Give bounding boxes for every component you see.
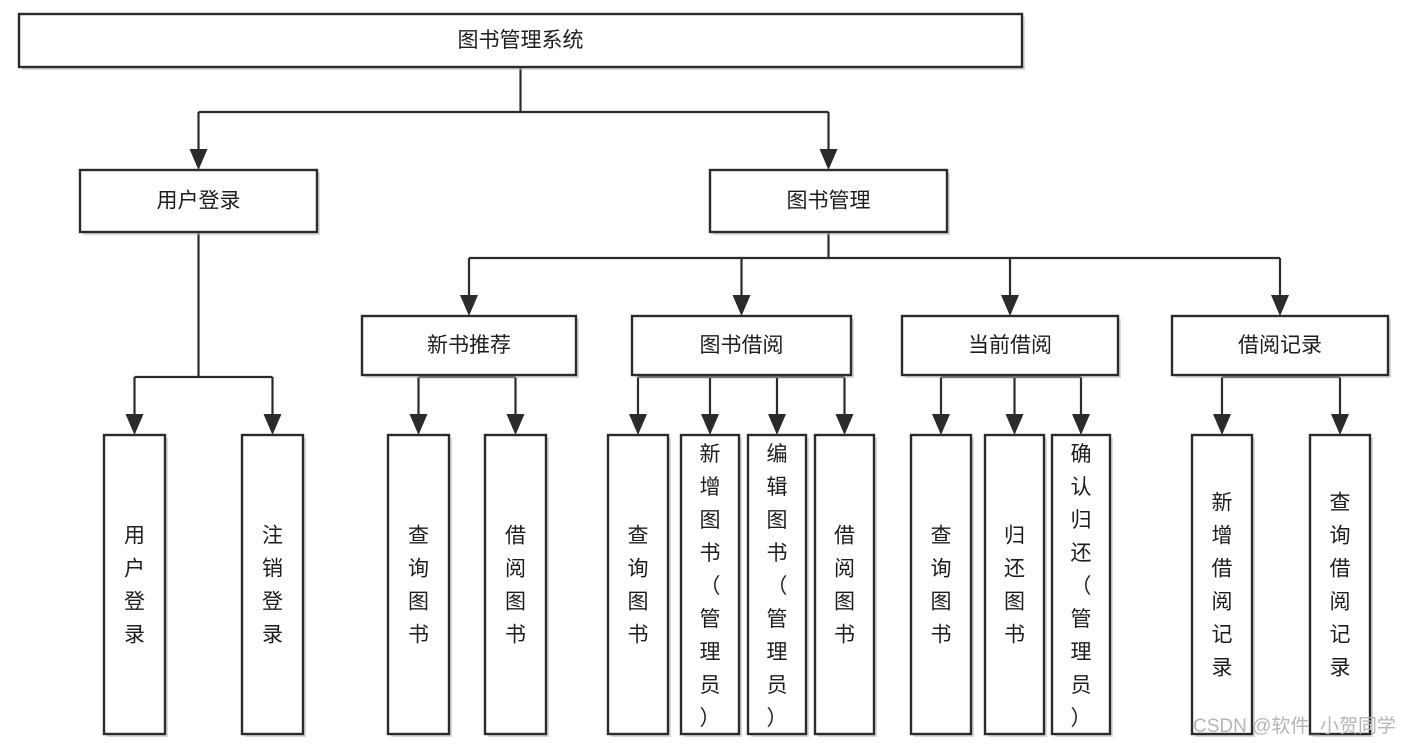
node-rect [102, 433, 167, 736]
arrow-head [506, 414, 525, 435]
connector-layer [125, 67, 1349, 435]
node-label: 确认归还（管理员） [1071, 443, 1092, 730]
node-leaf-confirm-return-admin[interactable]: 确认归还（管理员） [1050, 433, 1113, 737]
node-label: 查询借阅记录 [1330, 492, 1351, 680]
node-leaf-user-login[interactable]: 用户登录 [102, 433, 168, 737]
node-current-borrow[interactable]: 当前借阅 [900, 314, 1121, 378]
arrow-head [1005, 414, 1024, 435]
node-leaf-borrow-books-borrow[interactable]: 借阅图书 [813, 433, 877, 737]
node-leaf-add-book-admin[interactable]: 新增图书（管理员） [679, 433, 742, 737]
node-rect [1308, 433, 1372, 736]
node-layer: 图书管理系统用户登录图书管理新书推荐图书借阅当前借阅借阅记录用户登录注销登录查询… [17, 12, 1391, 737]
node-rect [900, 314, 1120, 377]
node-rect [606, 433, 670, 736]
node-rect [630, 314, 853, 377]
node-leaf-add-borrow-record[interactable]: 新增借阅记录 [1190, 433, 1255, 737]
node-root[interactable]: 图书管理系统 [17, 12, 1025, 70]
node-leaf-edit-book-admin[interactable]: 编辑图书（管理员） [746, 433, 809, 737]
node-borrow-record[interactable]: 借阅记录 [1170, 314, 1391, 378]
node-rect [983, 433, 1046, 736]
node-label: 借阅记录 [1238, 334, 1322, 357]
node-leaf-query-books-borrow[interactable]: 查询图书 [606, 433, 671, 737]
node-leaf-borrow-books-recommend[interactable]: 借阅图书 [483, 433, 549, 737]
arrow-head [460, 295, 478, 316]
node-label: 用户登录 [124, 525, 145, 647]
node-label: 注销登录 [262, 525, 283, 647]
arrow-head [1331, 414, 1349, 435]
node-label: 借阅图书 [834, 525, 855, 647]
arrow-head [732, 295, 751, 316]
node-rect [813, 433, 876, 736]
arrow-head [932, 414, 950, 435]
node-label: 查询图书 [408, 525, 429, 647]
node-label: 归还图书 [1004, 525, 1025, 647]
arrow-head [1213, 414, 1231, 435]
node-rect [1170, 314, 1390, 377]
node-label: 借阅图书 [505, 525, 526, 647]
arrow-head [189, 149, 208, 170]
arrow-head [768, 414, 786, 435]
node-label: 图书管理 [787, 190, 871, 213]
node-leaf-query-books-recommend[interactable]: 查询图书 [386, 433, 452, 737]
node-label: 图书借阅 [700, 334, 784, 357]
node-leaf-logout[interactable]: 注销登录 [240, 433, 306, 737]
node-label: 用户登录 [157, 190, 241, 213]
node-book-borrow[interactable]: 图书借阅 [630, 314, 854, 378]
node-label: 新增图书（管理员） [700, 443, 721, 730]
node-rect [483, 433, 548, 736]
node-rect [746, 433, 808, 736]
node-rect [1190, 433, 1254, 736]
node-rect [78, 168, 319, 234]
csdn-watermark: CSDN @软件_小贺同学 [1193, 715, 1396, 737]
node-rect [1050, 433, 1112, 736]
node-rect [679, 433, 741, 736]
node-label: 查询图书 [628, 525, 649, 647]
arrow-head [263, 414, 282, 435]
node-rect [909, 433, 973, 736]
node-leaf-return-book[interactable]: 归还图书 [983, 433, 1047, 737]
node-rect [17, 12, 1024, 69]
node-leaf-query-borrow-record[interactable]: 查询借阅记录 [1308, 433, 1373, 737]
arrow-head [125, 414, 144, 435]
node-label: 新增借阅记录 [1212, 492, 1233, 680]
node-book-management[interactable]: 图书管理 [708, 168, 950, 235]
node-rect [360, 314, 578, 377]
arrow-head [819, 149, 838, 170]
node-label: 编辑图书（管理员） [767, 443, 788, 730]
node-label: 查询图书 [931, 525, 952, 647]
node-label: 新书推荐 [427, 334, 511, 357]
node-rect [386, 433, 451, 736]
node-label: 图书管理系统 [458, 29, 584, 52]
arrow-head [1001, 295, 1019, 316]
node-rect [240, 433, 305, 736]
arrow-head [835, 414, 854, 435]
node-leaf-query-books-current[interactable]: 查询图书 [909, 433, 974, 737]
arrow-head [701, 414, 719, 435]
arrow-head [629, 414, 647, 435]
node-rect [708, 168, 949, 234]
arrow-head [1072, 414, 1090, 435]
arrow-head [409, 414, 428, 435]
node-user-login[interactable]: 用户登录 [78, 168, 320, 235]
arrow-head [1271, 295, 1289, 316]
node-label: 当前借阅 [968, 334, 1052, 357]
node-new-book-recommend[interactable]: 新书推荐 [360, 314, 579, 378]
